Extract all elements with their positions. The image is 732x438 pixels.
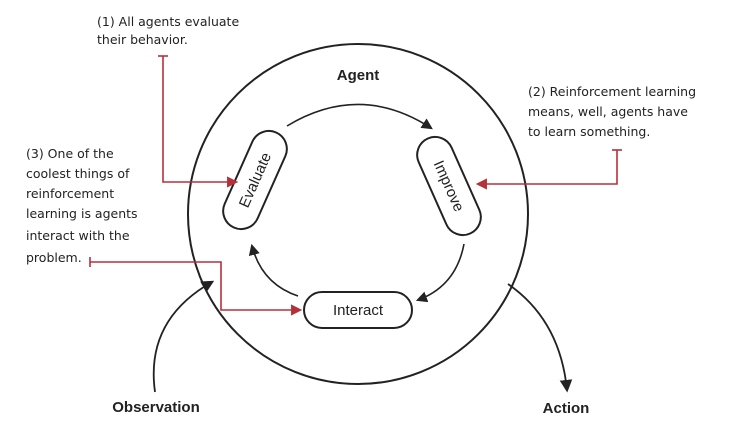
note3-line-1: (3) One of the — [26, 146, 114, 161]
improve-node: Improve — [416, 135, 482, 237]
note2-line-1: (2) Reinforcement learning — [528, 84, 696, 99]
note3-line-2: coolest things of — [26, 166, 130, 181]
interact-label: Interact — [333, 302, 384, 319]
callout-2: (2) Reinforcement learning means, well, … — [475, 84, 696, 190]
evaluate-node: Evaluate — [222, 129, 288, 231]
cycle-arrow-improve-to-interact — [415, 243, 465, 303]
agent-label: Agent — [337, 67, 380, 84]
action-arrow — [507, 283, 573, 393]
action-label: Action — [543, 400, 590, 417]
note3-line-4: learning is agents — [26, 206, 138, 221]
callout-1: (1) All agents evaluate their behavior. — [97, 14, 239, 188]
note1-line-1: (1) All agents evaluate — [97, 14, 239, 29]
observation-arrow — [152, 280, 215, 393]
note2-line-2: means, well, agents have — [528, 104, 688, 119]
agent-boundary-circle — [187, 43, 529, 385]
cycle-arrow-evaluate-to-improve — [286, 103, 433, 130]
note3-line-6: problem. — [26, 250, 82, 265]
interact-pill — [303, 291, 413, 329]
evaluate-pill — [222, 129, 288, 231]
callout-3-connector — [90, 261, 303, 316]
note3-line-5: interact with the — [26, 228, 130, 243]
cycle-arrow-interact-to-evaluate — [248, 243, 299, 297]
note1-line-2: their behavior. — [97, 32, 188, 47]
callout-3: (3) One of the coolest things of reinfor… — [26, 146, 303, 316]
observation-label: Observation — [112, 399, 200, 416]
note3-line-3: reinforcement — [26, 186, 114, 201]
interact-node: Interact — [303, 291, 413, 329]
callout-1-connector — [162, 56, 239, 188]
callout-2-connector — [475, 150, 618, 190]
improve-pill — [416, 135, 482, 237]
note2-line-3: to learn something. — [528, 124, 650, 139]
